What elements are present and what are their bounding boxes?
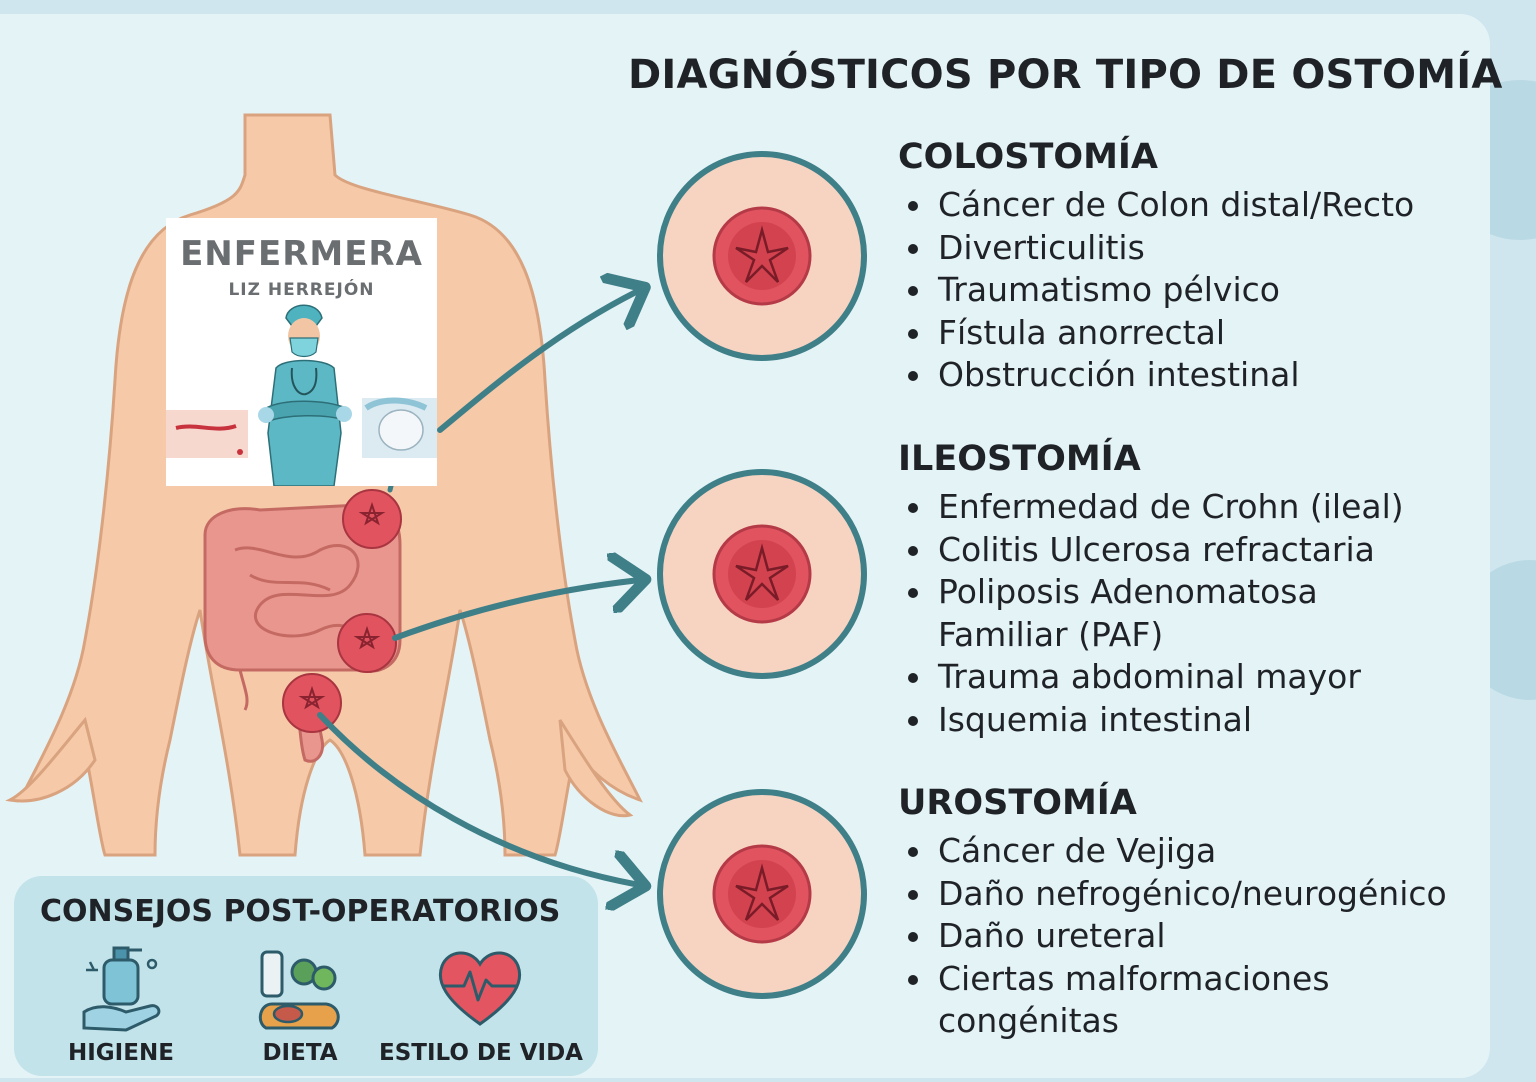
arrow-ileostomy <box>392 580 640 641</box>
nurse-illustration-icon <box>166 304 437 486</box>
section-colostomy: COLOSTOMÍA Cáncer de Colon distal/Recto … <box>898 136 1498 397</box>
tip-label-hygiene: HIGIENE <box>68 1040 174 1066</box>
body-stoma-upper <box>342 489 402 549</box>
arrow-urostomy <box>317 712 640 885</box>
stoma-colostomy-icon <box>657 151 867 361</box>
food-icon <box>258 950 340 1030</box>
list-item: Fístula anorrectal <box>898 312 1498 355</box>
section-urostomy: UROSTOMÍA Cáncer de Vejiga Daño nefrogén… <box>898 782 1498 1043</box>
tips-title: CONSEJOS POST-OPERATORIOS <box>40 894 561 929</box>
section-heading: COLOSTOMÍA <box>898 137 1159 177</box>
diagnosis-list: Cáncer de Colon distal/Recto Diverticuli… <box>898 184 1498 397</box>
body-stoma-lower <box>282 673 342 733</box>
section-ileostomy: ILEOSTOMÍA Enfermedad de Crohn (ileal) C… <box>898 438 1498 741</box>
list-item: Ciertas malformaciones congénitas <box>898 958 1498 1043</box>
list-item: Cáncer de Vejiga <box>898 830 1498 873</box>
tip-label-lifestyle: ESTILO DE VIDA <box>379 1040 583 1066</box>
list-item: Colitis Ulcerosa refractaria <box>898 529 1498 572</box>
logo-subtitle: LIZ HERREJÓN <box>228 280 375 300</box>
tip-label-diet: DIETA <box>262 1040 338 1066</box>
logo-card: ENFERMERA LIZ HERREJÓN <box>166 218 437 486</box>
list-item: Poliposis Adenomatosa Familiar (PAF) <box>898 571 1498 656</box>
list-item: Traumatismo pélvico <box>898 269 1498 312</box>
list-item: Diverticulitis <box>898 227 1498 270</box>
list-item: Enfermedad de Crohn (ileal) <box>898 486 1498 529</box>
diagnosis-list: Cáncer de Vejiga Daño nefrogénico/neurog… <box>898 830 1498 1043</box>
list-item: Cáncer de Colon distal/Recto <box>898 184 1498 227</box>
section-heading: ILEOSTOMÍA <box>898 439 1141 479</box>
stoma-urostomy-icon <box>657 789 867 999</box>
post-op-tips-panel: CONSEJOS POST-OPERATORIOS HIGIENE DIETA … <box>14 876 598 1076</box>
section-heading: UROSTOMÍA <box>898 783 1137 823</box>
hand-soap-icon <box>82 946 161 1032</box>
list-item: Trauma abdominal mayor <box>898 656 1498 699</box>
page-title: DIAGNÓSTICOS POR TIPO DE OSTOMÍA <box>628 52 1503 98</box>
list-item: Daño ureteral <box>898 915 1498 958</box>
logo-title: ENFERMERA <box>180 234 423 274</box>
body-stoma-middle <box>337 613 397 673</box>
stoma-ileostomy-icon <box>657 469 867 679</box>
diagnosis-list: Enfermedad de Crohn (ileal) Colitis Ulce… <box>898 486 1498 741</box>
heartbeat-icon <box>438 951 522 1026</box>
list-item: Daño nefrogénico/neurogénico <box>898 873 1498 916</box>
list-item: Obstrucción intestinal <box>898 354 1498 397</box>
arrow-colostomy <box>437 290 640 433</box>
list-item: Isquemia intestinal <box>898 699 1498 742</box>
